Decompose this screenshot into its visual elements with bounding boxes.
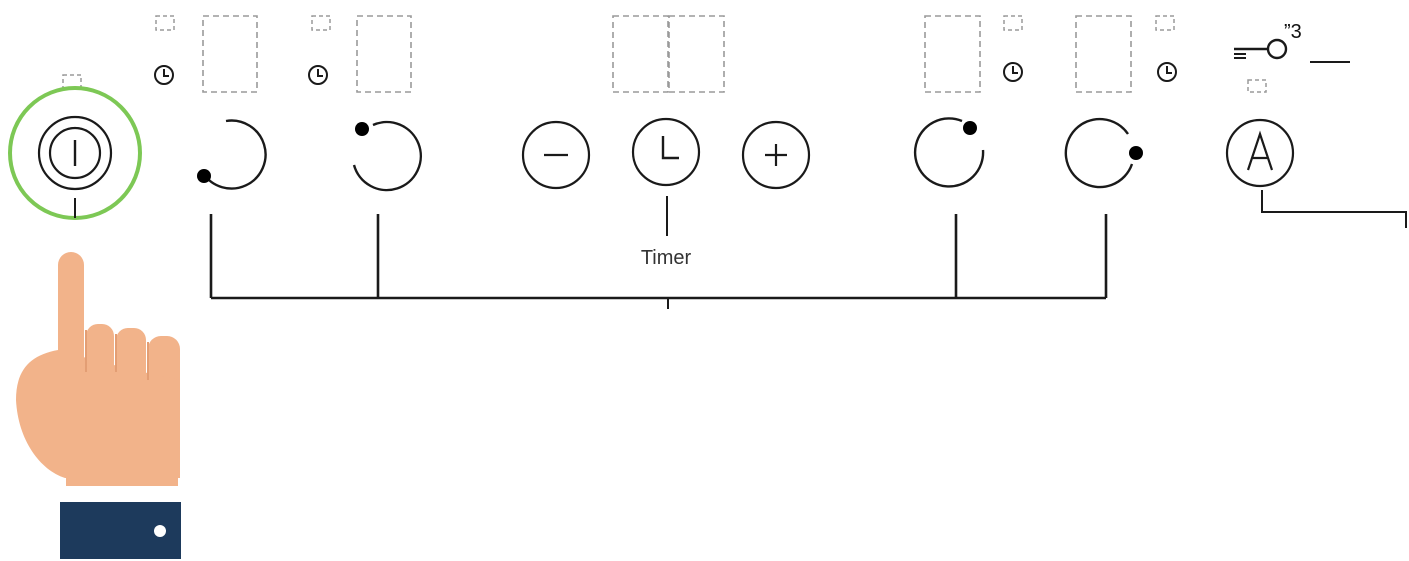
- power-button[interactable]: [8, 74, 142, 220]
- zone-leader-lines: [209, 214, 1108, 309]
- zone-4-slider[interactable]: [1064, 117, 1143, 189]
- zone-4-indicator-small: [1155, 15, 1175, 31]
- zone-3-slider[interactable]: [913, 117, 985, 188]
- timer-digit-left: [612, 15, 669, 93]
- timer-display: [612, 15, 725, 93]
- zone-1-indicator-small: [155, 15, 175, 31]
- zone-3-digit-display: [924, 15, 981, 93]
- timer-button[interactable]: [631, 117, 701, 236]
- clock-icon: [154, 65, 174, 85]
- pointing-hand-icon: [16, 252, 181, 559]
- zone-1-display: [154, 15, 258, 93]
- zone-1-digit-display: [202, 15, 258, 93]
- clock-icon: [661, 136, 679, 160]
- auto-button[interactable]: [1225, 118, 1407, 228]
- zone-2-digit-display: [356, 15, 412, 93]
- zone-1-slider[interactable]: [197, 119, 267, 190]
- clock-icon: [1157, 62, 1177, 82]
- zone-2-slider-dot: [355, 122, 369, 136]
- zone-2-slider[interactable]: [352, 120, 422, 192]
- power-icon: [37, 115, 113, 191]
- power-indicator-small: [62, 74, 82, 90]
- timer-digit-right: [668, 15, 725, 93]
- zone-3-slider-dot: [963, 121, 977, 135]
- timer-plus-button[interactable]: [741, 120, 811, 190]
- zone-4-slider-dot: [1129, 146, 1143, 160]
- zone-2-indicator-small: [311, 15, 331, 31]
- zone-4-digit-display: [1075, 15, 1132, 93]
- zone-3-indicator-small: [1003, 15, 1023, 31]
- lock-indicator-small: [1247, 79, 1267, 93]
- timer-label: Timer: [641, 247, 692, 269]
- key-lock-icon: [1234, 38, 1350, 93]
- zone-1-slider-dot: [197, 169, 211, 183]
- clock-icon: [1003, 62, 1023, 82]
- zone-4-display: [1075, 15, 1177, 93]
- lock-level-label: ”3: [1284, 21, 1302, 43]
- clock-icon: [308, 65, 328, 85]
- timer-minus-button[interactable]: [521, 120, 591, 190]
- zone-3-display: [924, 15, 1023, 93]
- zone-2-display: [308, 15, 412, 93]
